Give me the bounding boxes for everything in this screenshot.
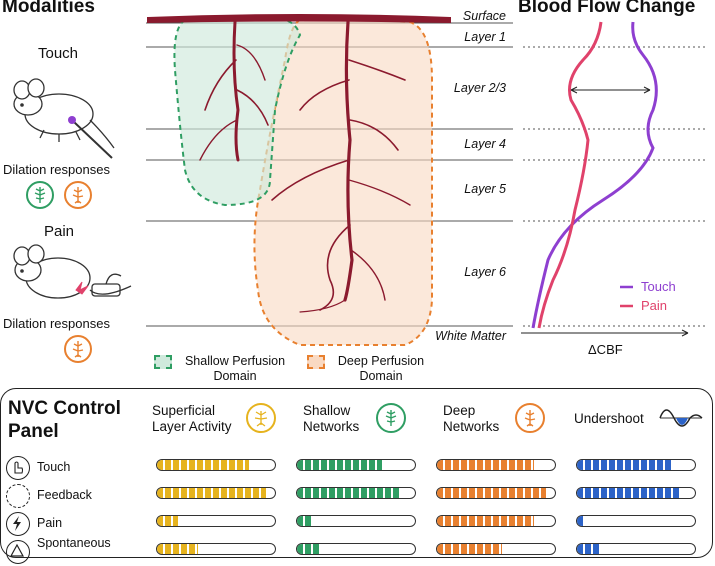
level-bar-fill xyxy=(437,488,546,498)
level-bar-fill xyxy=(157,460,250,470)
mouse-touch-illustration xyxy=(13,78,115,159)
level-bar-pain-undershoot xyxy=(576,515,696,527)
cbf-axis-label: ΔCBF xyxy=(588,342,623,357)
panel-title: NVC Control Panel xyxy=(8,398,121,442)
touch-label: Touch xyxy=(38,45,79,62)
shallow-legend-swatch xyxy=(154,355,172,369)
level-bar-fill xyxy=(157,516,179,526)
level-bar-touch-shallow xyxy=(296,459,416,471)
superficial-neuron-icon xyxy=(246,403,276,433)
column-header-deep: Deep Networks xyxy=(443,403,500,434)
legend-pain: Pain xyxy=(641,298,668,313)
shallow-legend-label: Shallow Perfusion Domain xyxy=(184,354,286,383)
spontaneous-icon xyxy=(6,540,30,564)
layer-label-4: Layer 4 xyxy=(464,137,506,151)
modalities-title: Modalities xyxy=(2,0,95,17)
shallow-network-icon xyxy=(26,181,54,209)
column-header-undershoot: Undershoot xyxy=(574,411,644,426)
level-bar-feedback-undershoot xyxy=(576,487,696,499)
layer-label-2-3: Layer 2/3 xyxy=(453,81,506,95)
level-bar-touch-undershoot xyxy=(576,459,696,471)
deep-network-icon xyxy=(64,181,92,209)
shallow-network-icon xyxy=(376,403,406,433)
level-bar-spontaneous-superficial xyxy=(156,543,276,555)
blood-flow-plot xyxy=(521,21,708,337)
level-bar-spontaneous-undershoot xyxy=(576,543,696,555)
deep-legend-swatch xyxy=(307,355,325,369)
cortex-diagram xyxy=(146,14,513,346)
column-header-shallow: Shallow Networks xyxy=(303,403,360,434)
level-bar-spontaneous-deep xyxy=(436,543,556,555)
hand-touch-icon xyxy=(6,456,30,480)
level-bar-fill xyxy=(297,516,312,526)
row-label-pain: Pain xyxy=(37,516,63,530)
deep-network-icon xyxy=(64,335,92,363)
level-bar-feedback-shallow xyxy=(296,487,416,499)
level-bar-pain-deep xyxy=(436,515,556,527)
layer-label-5: Layer 5 xyxy=(464,182,506,196)
level-bar-feedback-superficial xyxy=(156,487,276,499)
mouse-pain-illustration xyxy=(13,244,132,299)
level-bar-pain-shallow xyxy=(296,515,416,527)
row-label-spontaneous: Spontaneous xyxy=(37,536,111,550)
layer-label-1: Layer 1 xyxy=(464,30,506,44)
dilation-responses-pain: Dilation responses xyxy=(3,316,110,331)
legend-touch: Touch xyxy=(641,279,676,294)
level-bar-fill xyxy=(577,488,680,498)
level-bar-fill xyxy=(437,516,534,526)
row-label-feedback: Feedback xyxy=(37,488,92,502)
level-bar-touch-deep xyxy=(436,459,556,471)
touch-curve xyxy=(531,21,658,329)
level-bar-touch-superficial xyxy=(156,459,276,471)
blood-flow-title: Blood Flow Change xyxy=(518,0,696,17)
level-bar-fill xyxy=(297,544,321,554)
level-bar-fill xyxy=(157,544,199,554)
level-bar-fill xyxy=(577,544,601,554)
undershoot-curve-icon xyxy=(659,409,703,427)
level-bar-fill xyxy=(577,460,672,470)
layer-label-6: Layer 6 xyxy=(464,265,506,279)
level-bar-fill xyxy=(437,544,502,554)
level-bar-fill xyxy=(157,488,266,498)
level-bar-fill xyxy=(297,488,400,498)
level-bar-pain-superficial xyxy=(156,515,276,527)
feedback-loop-icon xyxy=(6,484,30,508)
pain-curve xyxy=(537,21,603,329)
layer-label-surface: Surface xyxy=(462,9,506,23)
deep-legend-label: Deep Perfusion Domain xyxy=(337,354,425,383)
deep-network-icon xyxy=(515,403,545,433)
level-bar-fill xyxy=(297,460,382,470)
level-bar-spontaneous-shallow xyxy=(296,543,416,555)
level-bar-fill xyxy=(437,460,534,470)
level-bar-fill xyxy=(577,516,583,526)
pain-label: Pain xyxy=(44,223,75,240)
layer-label-white-matter: White Matter xyxy=(435,329,506,343)
column-header-superficial: Superficial Layer Activity xyxy=(152,403,232,434)
level-bar-feedback-deep xyxy=(436,487,556,499)
lightning-icon xyxy=(6,512,30,536)
row-label-touch: Touch xyxy=(37,460,71,474)
dilation-responses-touch: Dilation responses xyxy=(3,162,110,177)
